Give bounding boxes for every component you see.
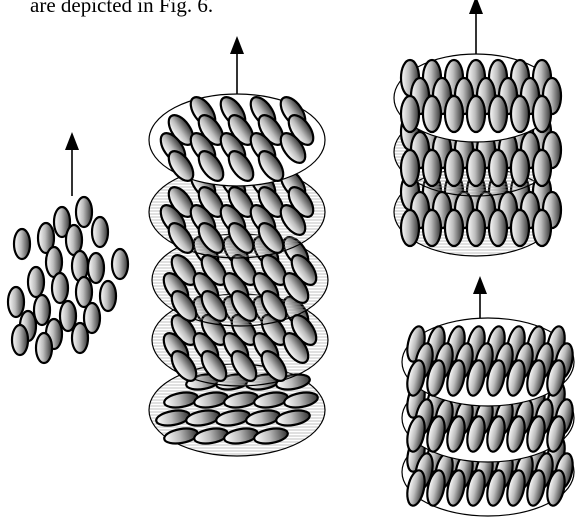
- molecule-rod: [28, 267, 44, 297]
- molecule-rod: [423, 96, 441, 132]
- molecule-rod: [445, 210, 463, 246]
- molecule-rod: [72, 323, 88, 353]
- molecule-rod: [8, 287, 24, 317]
- molecule-rod: [445, 96, 463, 132]
- group-upright-layer-stack: [394, 0, 561, 256]
- group-columnar-stack: [402, 276, 576, 516]
- molecule-rod: [467, 150, 485, 186]
- molecule-rod: [14, 229, 30, 259]
- molecule-rod: [511, 96, 529, 132]
- molecule-rod: [511, 210, 529, 246]
- molecule-rod: [52, 273, 68, 303]
- director-arrow-head: [65, 132, 79, 150]
- molecule-rod: [467, 96, 485, 132]
- molecule-rod: [12, 325, 28, 355]
- molecule-rod: [76, 197, 92, 227]
- molecule-rod: [100, 281, 116, 311]
- director-arrow-head: [473, 276, 487, 294]
- molecule-rod: [489, 150, 507, 186]
- molecule-rod: [401, 210, 419, 246]
- molecule-rod: [533, 150, 551, 186]
- molecule-rod: [112, 249, 128, 279]
- molecule-rod: [533, 210, 551, 246]
- molecule-rod: [445, 150, 463, 186]
- molecule-rod: [489, 210, 507, 246]
- molecule-rod: [489, 96, 507, 132]
- director-arrow-head: [230, 36, 244, 54]
- molecule-rod: [88, 253, 104, 283]
- molecule-rod: [401, 150, 419, 186]
- director-arrow-head: [469, 0, 483, 14]
- molecule-rod: [423, 150, 441, 186]
- molecule-rod: [401, 96, 419, 132]
- molecule-rod: [533, 96, 551, 132]
- molecule-rod: [92, 217, 108, 247]
- molecule-rod: [36, 333, 52, 363]
- group-tilted-layer-stack: [149, 36, 328, 456]
- molecule-rod: [511, 150, 529, 186]
- molecule-rod: [467, 210, 485, 246]
- group-loose-rods: [8, 132, 128, 363]
- molecule-rod: [423, 210, 441, 246]
